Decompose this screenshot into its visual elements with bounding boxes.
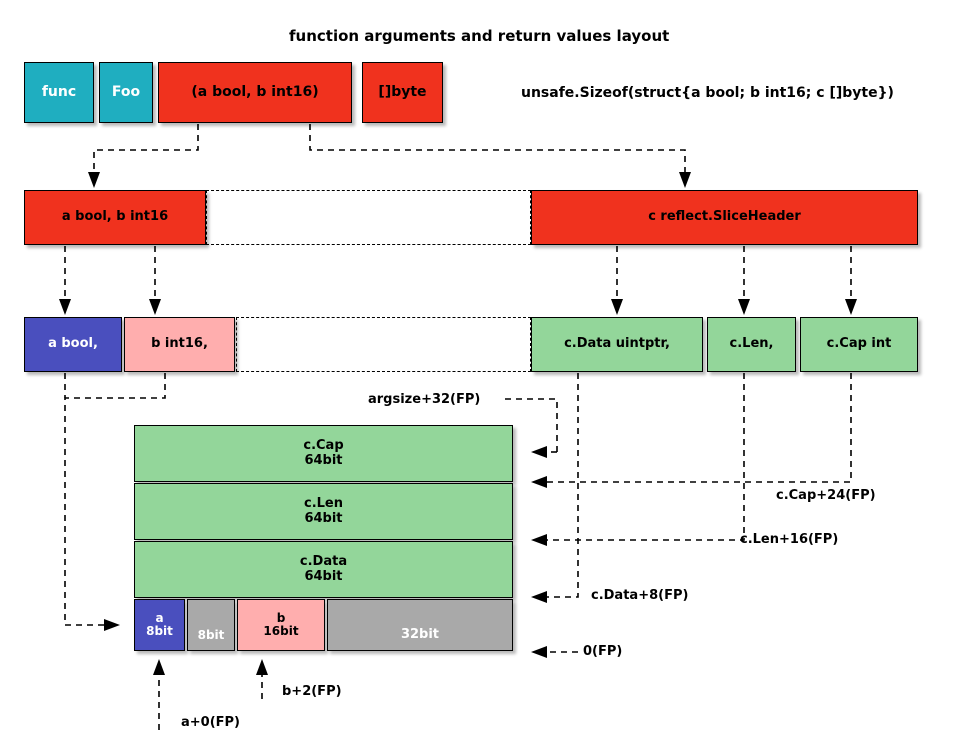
stack-slot-cdata[interactable]: c.Data 64bit: [134, 541, 513, 598]
stack-slot-b-label: b: [276, 611, 286, 626]
stack-slot-cdata-label: c.Data: [299, 554, 348, 570]
offset-label-b: b+2(FP): [282, 684, 342, 699]
stack-slot-pad32-size: 32bit: [400, 626, 440, 642]
row1-box-return-label: []byte: [378, 83, 427, 100]
offset-label-argsize: argsize+32(FP): [368, 392, 481, 407]
stack-slot-cdata-size: 64bit: [304, 568, 343, 584]
stack-slot-ccap[interactable]: c.Cap 64bit: [134, 425, 513, 482]
row3-box-b-label: b int16,: [151, 336, 208, 352]
row3-box-padding: [236, 317, 531, 372]
page-title: function arguments and return values lay…: [289, 27, 670, 45]
row1-box-params-label: (a bool, b int16): [191, 83, 319, 100]
offset-label-a: a+0(FP): [181, 715, 241, 730]
stack-slot-b[interactable]: b 16bit: [237, 599, 325, 651]
stack-slot-pad8[interactable]: 8bit: [187, 599, 235, 651]
sizeof-expression: unsafe.Sizeof(struct{a bool; b int16; c …: [521, 85, 894, 101]
row3-box-cdata-label: c.Data uintptr,: [564, 336, 670, 352]
row2-box-sliceheader[interactable]: c reflect.SliceHeader: [531, 190, 918, 245]
stack-slot-pad8-size: 8bit: [197, 628, 225, 643]
row2-box-sliceheader-label: c reflect.SliceHeader: [648, 209, 801, 225]
offset-label-cdata: c.Data+8(FP): [591, 588, 689, 603]
row2-box-args-label: a bool, b int16: [61, 209, 169, 225]
row3-box-clen-label: c.Len,: [729, 336, 774, 352]
row1-box-func-label: func: [41, 83, 77, 100]
row2-box-padding: [206, 190, 531, 245]
stack-slot-a[interactable]: a 8bit: [134, 599, 185, 651]
stack-slot-ccap-label: c.Cap: [303, 438, 344, 454]
row1-box-foo[interactable]: Foo: [99, 62, 153, 123]
row1-box-return[interactable]: []byte: [362, 62, 443, 123]
stack-slot-pad32[interactable]: 32bit: [327, 599, 513, 651]
row3-box-cdata[interactable]: c.Data uintptr,: [531, 317, 703, 372]
row3-box-ccap[interactable]: c.Cap int: [800, 317, 918, 372]
stack-slot-clen-size: 64bit: [304, 510, 343, 526]
row3-box-clen[interactable]: c.Len,: [707, 317, 796, 372]
row3-box-a[interactable]: a bool,: [24, 317, 122, 372]
row3-box-b[interactable]: b int16,: [124, 317, 235, 372]
offset-label-clen: c.Len+16(FP): [740, 532, 839, 547]
stack-slot-ccap-size: 64bit: [304, 452, 343, 468]
stack-slot-b-size: 16bit: [263, 624, 299, 638]
row1-box-func[interactable]: func: [24, 62, 94, 123]
offset-label-ccap: c.Cap+24(FP): [776, 488, 876, 503]
stack-slot-a-size: 8bit: [146, 624, 173, 638]
row1-box-params[interactable]: (a bool, b int16): [158, 62, 352, 123]
row1-box-foo-label: Foo: [111, 83, 141, 100]
stack-slot-clen-label: c.Len: [304, 496, 343, 512]
row2-box-args[interactable]: a bool, b int16: [24, 190, 206, 245]
offset-label-zero: 0(FP): [583, 644, 623, 659]
stack-slot-clen[interactable]: c.Len 64bit: [134, 483, 513, 540]
row3-box-a-label: a bool,: [48, 336, 98, 352]
row3-box-ccap-label: c.Cap int: [826, 336, 892, 352]
